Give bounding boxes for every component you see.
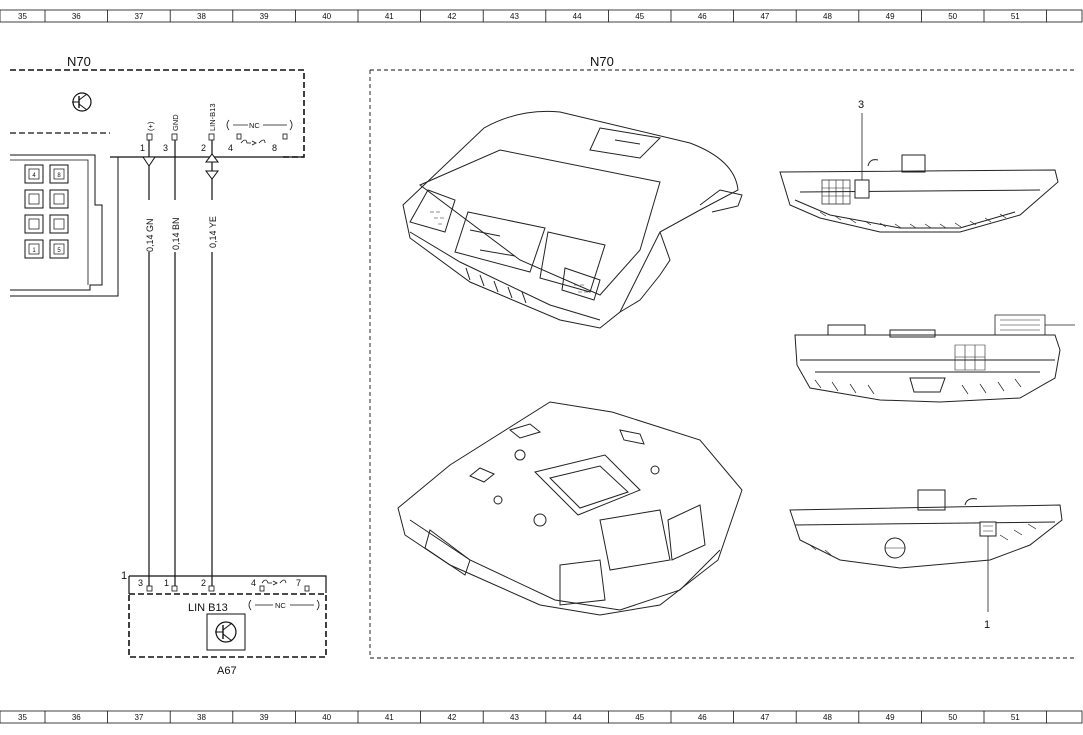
ruler-cell-label: 48 bbox=[823, 12, 832, 21]
ruler-cell-label: 37 bbox=[134, 713, 143, 722]
wire-gn-label: 0,14 GN bbox=[145, 218, 155, 252]
ruler-cell-label: 47 bbox=[760, 12, 769, 21]
a67-pin2-number: 2 bbox=[201, 578, 206, 588]
ruler-cell-label: 41 bbox=[385, 713, 394, 722]
ruler-cell-label: 36 bbox=[72, 713, 81, 722]
callout-3: 3 bbox=[858, 99, 864, 111]
n70-pin1-number: 1 bbox=[140, 143, 145, 153]
ruler-cell-label: 46 bbox=[698, 12, 707, 21]
wire-harness: 0,14 GN 0,14 BN 0,14 YE bbox=[142, 140, 219, 586]
side-view-illustration-top bbox=[779, 113, 1059, 233]
ruler-cell-label: 48 bbox=[823, 713, 832, 722]
ruler-cell-label: 51 bbox=[1011, 12, 1020, 21]
keypad-key bbox=[49, 214, 69, 234]
a67-connector-number: 1 bbox=[121, 570, 127, 582]
ruler-cell-label: 44 bbox=[573, 713, 582, 722]
n70-pin2-label: LIN-B13 bbox=[208, 103, 217, 131]
n70-pin4-number: 4 bbox=[228, 143, 233, 153]
ruler-cell-label: 49 bbox=[886, 12, 895, 21]
ruler-cell-label: 41 bbox=[385, 12, 394, 21]
keypad-key bbox=[49, 164, 69, 184]
ruler-top: 35 36 37 38 39 40 41 42 43 44 45 46 47 48 49 50 51 bbox=[0, 9, 1083, 23]
ruler-cell-label: 36 bbox=[72, 12, 81, 21]
ruler-cell-label: 35 bbox=[18, 713, 27, 722]
ruler-cell-label: 38 bbox=[197, 713, 206, 722]
ruler-cell-label: 39 bbox=[260, 12, 269, 21]
keypad-key-label: 1 bbox=[32, 248, 36, 254]
ruler-cell-label: 45 bbox=[635, 12, 644, 21]
ruler-cell-label: 40 bbox=[322, 12, 331, 21]
keypad-key bbox=[24, 189, 44, 209]
keypad-key-label: 4 bbox=[32, 173, 36, 179]
n70-pin2-number: 2 bbox=[201, 143, 206, 153]
n70-pin8-number: 8 bbox=[272, 143, 277, 153]
a67-pin3-number: 3 bbox=[138, 578, 143, 588]
keypad-key bbox=[24, 164, 44, 184]
ruler-cell-label: 42 bbox=[447, 12, 456, 21]
n70-pin3-label: GND bbox=[171, 114, 180, 131]
keypad-key bbox=[24, 214, 44, 234]
component-drawing-panel: N70 bbox=[369, 54, 1075, 659]
transistor-icon bbox=[72, 92, 92, 112]
n70-keypad: 4 8 1 5 bbox=[10, 154, 119, 297]
side-view-illustration-middle bbox=[794, 314, 1075, 403]
side-view-illustration-bottom bbox=[789, 489, 1063, 612]
a67-pin1-number: 1 bbox=[164, 578, 169, 588]
ruler-cell-label: 42 bbox=[447, 713, 456, 722]
ruler-cell-label: 37 bbox=[134, 12, 143, 21]
component-panel-title: N70 bbox=[590, 54, 614, 69]
ruler-cell-label: 50 bbox=[948, 713, 957, 722]
n70-pin3-number: 3 bbox=[163, 143, 168, 153]
n70-nc-label: NC bbox=[249, 121, 260, 130]
n70-schematic: N70 (+) GND LIN-B13 1 3 2 4 8 NC bbox=[10, 54, 305, 297]
ruler-cell-label: 39 bbox=[260, 713, 269, 722]
ruler-cell-label: 35 bbox=[18, 12, 27, 21]
n70-pin1-label: (+) bbox=[146, 121, 155, 131]
wire-bn-label: 0,14 BN bbox=[171, 217, 181, 250]
ruler-bottom: 35 36 37 38 39 40 41 42 43 44 45 46 47 48 49 50 51 bbox=[0, 710, 1083, 724]
ruler-cell-label: 38 bbox=[197, 12, 206, 21]
a67-label: A67 bbox=[217, 665, 237, 677]
ruler-cell-label: 43 bbox=[510, 12, 519, 21]
transistor-icon bbox=[215, 621, 237, 643]
ruler-cell-label: 47 bbox=[760, 713, 769, 722]
overhead-panel-top-view-illustration bbox=[402, 110, 743, 329]
ruler-cell-label: 46 bbox=[698, 713, 707, 722]
ruler-cell-label: 51 bbox=[1011, 713, 1020, 722]
a67-pin4-number: 4 bbox=[251, 578, 256, 588]
ruler-cell-label: 49 bbox=[886, 713, 895, 722]
keypad-key bbox=[49, 189, 69, 209]
a67-module: 1 3 1 2 4 7 LIN B13 NC A67 bbox=[121, 570, 327, 677]
n70-label: N70 bbox=[67, 54, 91, 69]
overhead-panel-underside-illustration bbox=[397, 401, 743, 616]
ruler-cell-label: 50 bbox=[948, 12, 957, 21]
ruler-cell-label: 44 bbox=[573, 12, 582, 21]
keypad-key-label: 5 bbox=[57, 248, 61, 254]
a67-pin7-number: 7 bbox=[296, 578, 301, 588]
a67-bus-label: LIN B13 bbox=[188, 602, 228, 614]
ruler-cell-label: 43 bbox=[510, 713, 519, 722]
ruler-cell-label: 40 bbox=[322, 713, 331, 722]
wire-ye-label: 0,14 YE bbox=[208, 216, 218, 248]
keypad-key-label: 8 bbox=[57, 173, 61, 179]
a67-nc-label: NC bbox=[275, 601, 286, 610]
keypad-key bbox=[49, 239, 69, 259]
callout-1: 1 bbox=[984, 619, 990, 631]
ruler-cell-label: 45 bbox=[635, 713, 644, 722]
keypad-key bbox=[24, 239, 44, 259]
